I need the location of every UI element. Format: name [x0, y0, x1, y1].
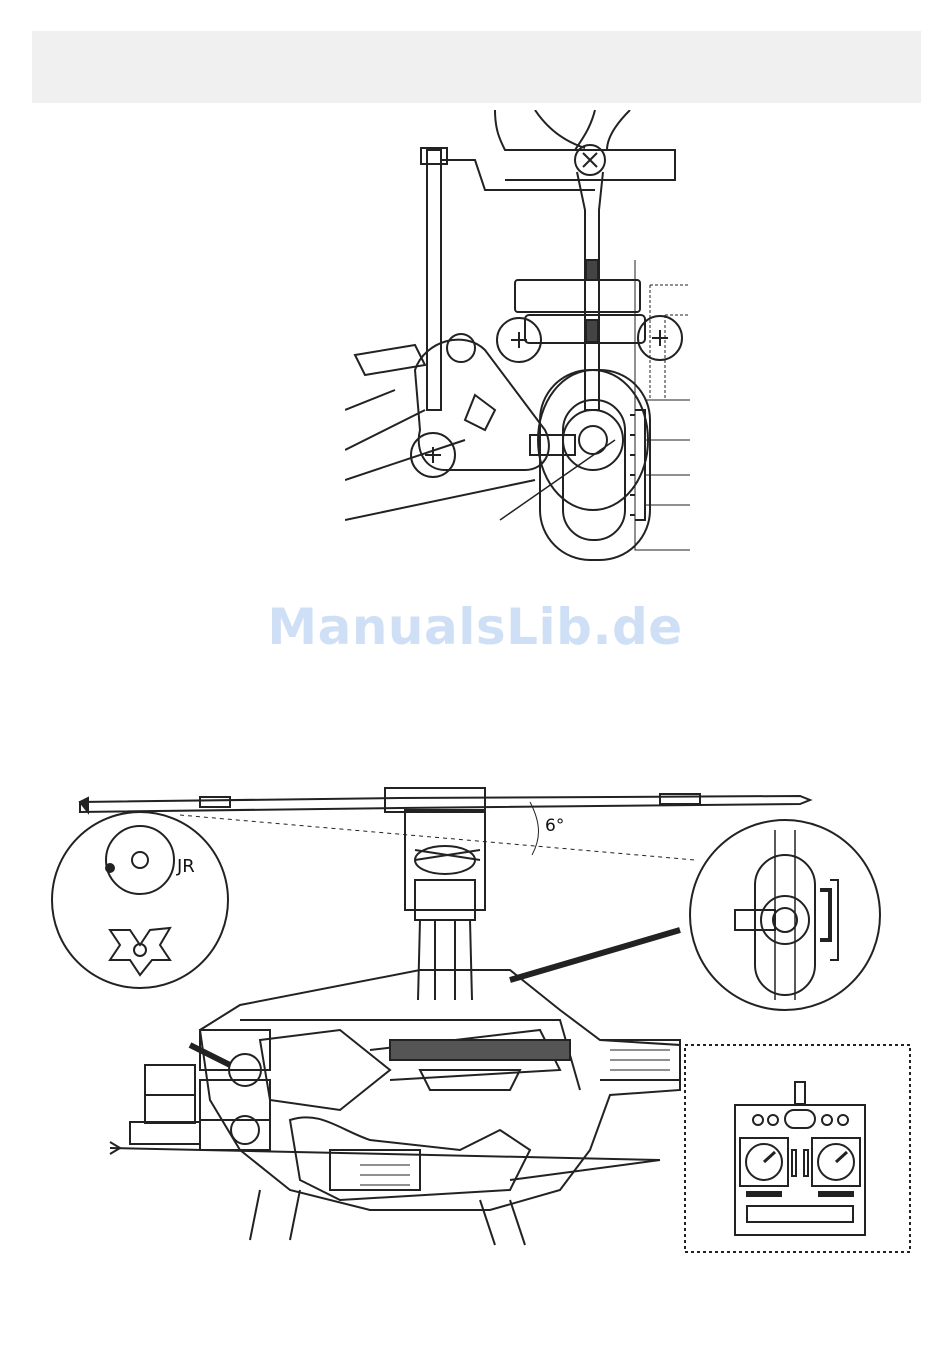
- watermark-text: ManualsLib.de: [0, 598, 950, 656]
- transmitter-icon: [685, 1045, 910, 1252]
- angle-label: 6°: [545, 816, 564, 836]
- swashplate-detail-figure: [345, 110, 690, 570]
- servo-brand-label: JR: [177, 856, 195, 877]
- header-bar: [32, 31, 921, 103]
- helicopter-side-view-figure: [40, 770, 920, 1260]
